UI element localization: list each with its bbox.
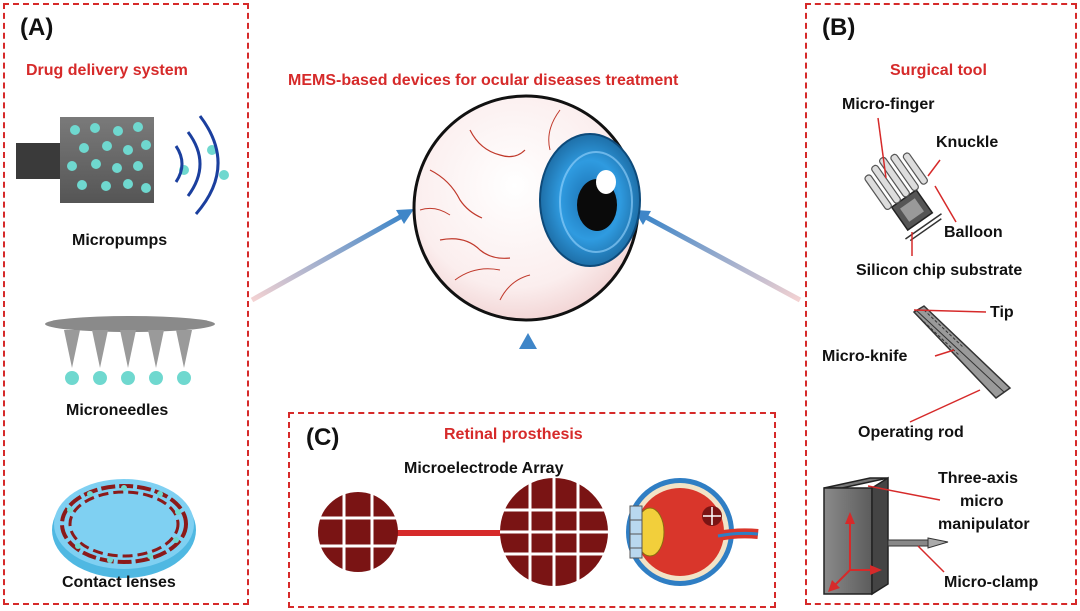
micro-knife-label: Micro-knife [822,348,908,365]
panel-surgical-tool [805,3,1077,605]
micro-label: micro [960,493,1004,510]
panel-c-letter: (C) [306,424,340,451]
panel-b-heading: Surgical tool [890,62,987,79]
three-axis-label: Three-axis [938,470,1019,487]
micro-clamp-label: Micro-clamp [944,574,1039,591]
micropumps-label: Micropumps [72,232,168,249]
manipulator-illustration [823,476,949,596]
silicon-chip-substrate-label: Silicon chip substrate [856,262,1023,279]
microneedles-illustration [45,316,215,385]
microelectrode-array-illustration [318,478,608,586]
micro-finger-illustration [864,117,957,256]
microelectrode-array-label: Microelectrode Array [404,460,564,477]
micro-finger-label: Micro-finger [842,96,935,113]
contact-lenses-label: Contact lenses [62,574,176,591]
manipulator-label: manipulator [938,516,1030,533]
eyeball-illustration [412,94,641,322]
balloon-label: Balloon [944,224,1003,241]
panel-b-letter: (B) [822,14,856,41]
arrow-from-drug-delivery [250,209,414,303]
microneedles-label: Microneedles [66,402,169,419]
arrow-from-retinal-prosthesis [519,333,537,410]
panel-drug-delivery [3,3,249,605]
micropump-illustration [16,115,229,215]
panel-c-heading: Retinal prosthesis [444,426,583,443]
tip-label: Tip [990,304,1014,321]
knuckle-label: Knuckle [936,134,999,151]
contact-lens-illustration [52,479,196,578]
main-title: MEMS-based devices for ocular diseases t… [288,72,679,89]
panel-retinal-prosthesis [288,412,776,608]
micro-knife-illustration [909,305,1012,423]
panel-a-heading: Drug delivery system [26,62,188,79]
arrow-from-surgical-tool [634,210,802,303]
operating-rod-label: Operating rod [858,424,964,441]
panel-a-letter: (A) [20,14,54,41]
eye-cross-section-illustration [626,478,759,586]
